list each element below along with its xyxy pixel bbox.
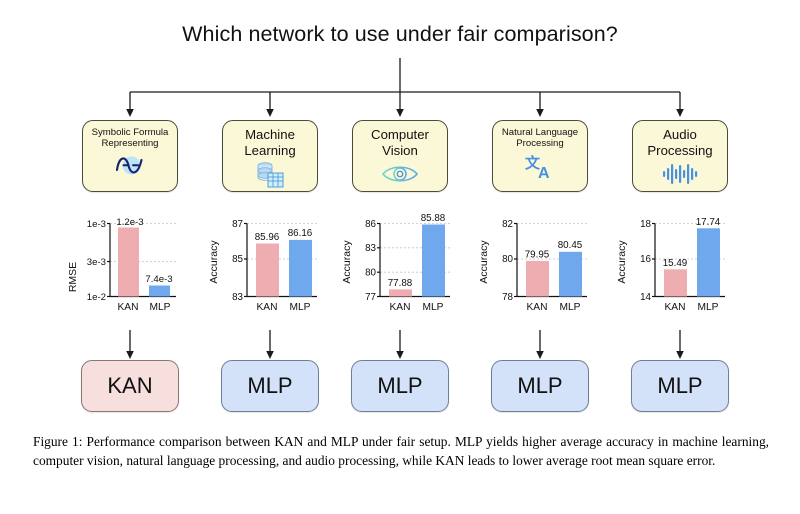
y-tick-labels: 18 16 14 xyxy=(640,219,651,303)
bar-value-kan: 85.96 xyxy=(255,232,280,243)
result-label: MLP xyxy=(247,373,293,398)
result-box-nlp[interactable]: MLP xyxy=(491,360,589,412)
result-label: MLP xyxy=(517,373,563,398)
chart-nlp: Accuracy 82 80 78 79.95 80.45 KA xyxy=(475,210,593,315)
x-tick-kan: KAN xyxy=(118,302,139,313)
bar-mlp xyxy=(289,239,312,297)
category-label: Symbolic Formula Representing xyxy=(91,127,169,150)
bar-mlp xyxy=(422,224,445,297)
bar-value-mlp: 17.74 xyxy=(696,217,721,228)
bar-value-kan: 77.88 xyxy=(388,278,413,289)
x-tick-mlp: MLP xyxy=(150,302,171,313)
y-axis-label: Accuracy xyxy=(208,240,220,284)
x-tick-mlp: MLP xyxy=(290,302,311,313)
y-tick-labels: 87 85 83 xyxy=(232,219,243,303)
svg-text:83: 83 xyxy=(232,292,243,303)
result-label: MLP xyxy=(377,373,423,398)
y-axis-label: Accuracy xyxy=(341,240,353,284)
y-axis-label: RMSE xyxy=(67,262,79,292)
svg-text:1e-2: 1e-2 xyxy=(87,292,106,303)
svg-text:A: A xyxy=(538,165,550,180)
svg-text:85: 85 xyxy=(232,254,243,265)
chart-audio: Accuracy 18 16 14 15.49 17.74 KA xyxy=(613,210,731,315)
result-box-audio[interactable]: MLP xyxy=(631,360,729,412)
bar-kan xyxy=(526,260,549,297)
bar-kan xyxy=(256,243,279,297)
bar-value-kan: 79.95 xyxy=(525,250,550,261)
result-label: MLP xyxy=(657,373,703,398)
gridlines xyxy=(110,223,176,262)
x-tick-kan: KAN xyxy=(257,302,278,313)
svg-text:83: 83 xyxy=(365,243,376,254)
svg-text:文: 文 xyxy=(525,154,541,172)
x-tick-kan: KAN xyxy=(665,302,686,313)
figure-title: Which network to use under fair comparis… xyxy=(182,22,618,46)
result-box-machine-learning[interactable]: MLP xyxy=(221,360,319,412)
bar-value-mlp: 85.88 xyxy=(421,213,446,224)
result-box-symbolic-formula[interactable]: KAN xyxy=(81,360,179,412)
svg-text:1e-3: 1e-3 xyxy=(87,219,106,230)
eye-icon xyxy=(381,160,419,188)
bar-mlp xyxy=(697,228,720,297)
category-box-natural-language-processing[interactable]: Natural Language Processing 文 A xyxy=(492,120,588,192)
waveform-icon xyxy=(662,160,698,188)
y-axis-label: Accuracy xyxy=(616,240,628,284)
x-tick-kan: KAN xyxy=(527,302,548,313)
bar-value-mlp: 7.4e-3 xyxy=(145,274,172,285)
svg-text:3e-3: 3e-3 xyxy=(87,257,106,268)
category-label: Computer Vision xyxy=(371,127,429,158)
database-table-icon xyxy=(254,160,286,188)
bar-kan xyxy=(389,289,412,297)
category-label: Machine Learning xyxy=(244,127,296,158)
bar-value-mlp: 86.16 xyxy=(288,228,313,239)
category-box-symbolic-formula-representing[interactable]: Symbolic Formula Representing xyxy=(82,120,178,192)
y-tick-labels: 1e-3 3e-3 1e-2 xyxy=(87,219,106,303)
svg-text:82: 82 xyxy=(502,219,513,230)
x-tick-mlp: MLP xyxy=(560,302,581,313)
y-axis-label: Accuracy xyxy=(478,240,490,284)
figure-caption: Figure 1: Performance comparison between… xyxy=(33,434,769,469)
svg-text:18: 18 xyxy=(640,219,651,230)
bar-value-kan: 15.49 xyxy=(663,258,688,269)
bar-mlp xyxy=(559,251,582,297)
svg-text:87: 87 xyxy=(232,219,243,230)
x-tick-mlp: MLP xyxy=(698,302,719,313)
sine-wave-icon xyxy=(113,152,147,180)
category-label: Natural Language Processing xyxy=(501,127,579,150)
svg-text:80: 80 xyxy=(502,254,513,265)
result-box-computer-vision[interactable]: MLP xyxy=(351,360,449,412)
result-label: KAN xyxy=(107,373,153,398)
bar-mlp xyxy=(149,285,170,297)
chart-symbolic-formula: RMSE 1e-3 3e-3 1e-2 1.2e-3 7.4e-3 xyxy=(62,210,180,315)
bar-kan xyxy=(118,227,139,297)
x-tick-kan: KAN xyxy=(390,302,411,313)
y-tick-labels: 82 80 78 xyxy=(502,219,513,303)
translate-icon: 文 A xyxy=(524,152,556,180)
svg-text:14: 14 xyxy=(640,292,651,303)
category-box-machine-learning[interactable]: Machine Learning xyxy=(222,120,318,192)
svg-text:78: 78 xyxy=(502,292,513,303)
category-box-computer-vision[interactable]: Computer Vision xyxy=(352,120,448,192)
svg-text:86: 86 xyxy=(365,219,376,230)
svg-text:16: 16 xyxy=(640,254,651,265)
connector-tree xyxy=(126,58,684,359)
bar-kan xyxy=(664,269,687,297)
bar-value-mlp: 80.45 xyxy=(558,240,583,251)
y-tick-labels: 86 83 80 77 xyxy=(365,219,376,303)
chart-machine-learning: Accuracy 87 85 83 85.96 86.16 KA xyxy=(205,210,323,315)
svg-text:80: 80 xyxy=(365,268,376,279)
chart-computer-vision: Accuracy 86 83 80 77 xyxy=(338,210,456,315)
category-label: Audio Processing xyxy=(647,127,713,158)
bar-value-kan: 1.2e-3 xyxy=(116,217,143,228)
category-box-audio-processing[interactable]: Audio Processing xyxy=(632,120,728,192)
svg-text:77: 77 xyxy=(365,292,376,303)
x-tick-mlp: MLP xyxy=(423,302,444,313)
